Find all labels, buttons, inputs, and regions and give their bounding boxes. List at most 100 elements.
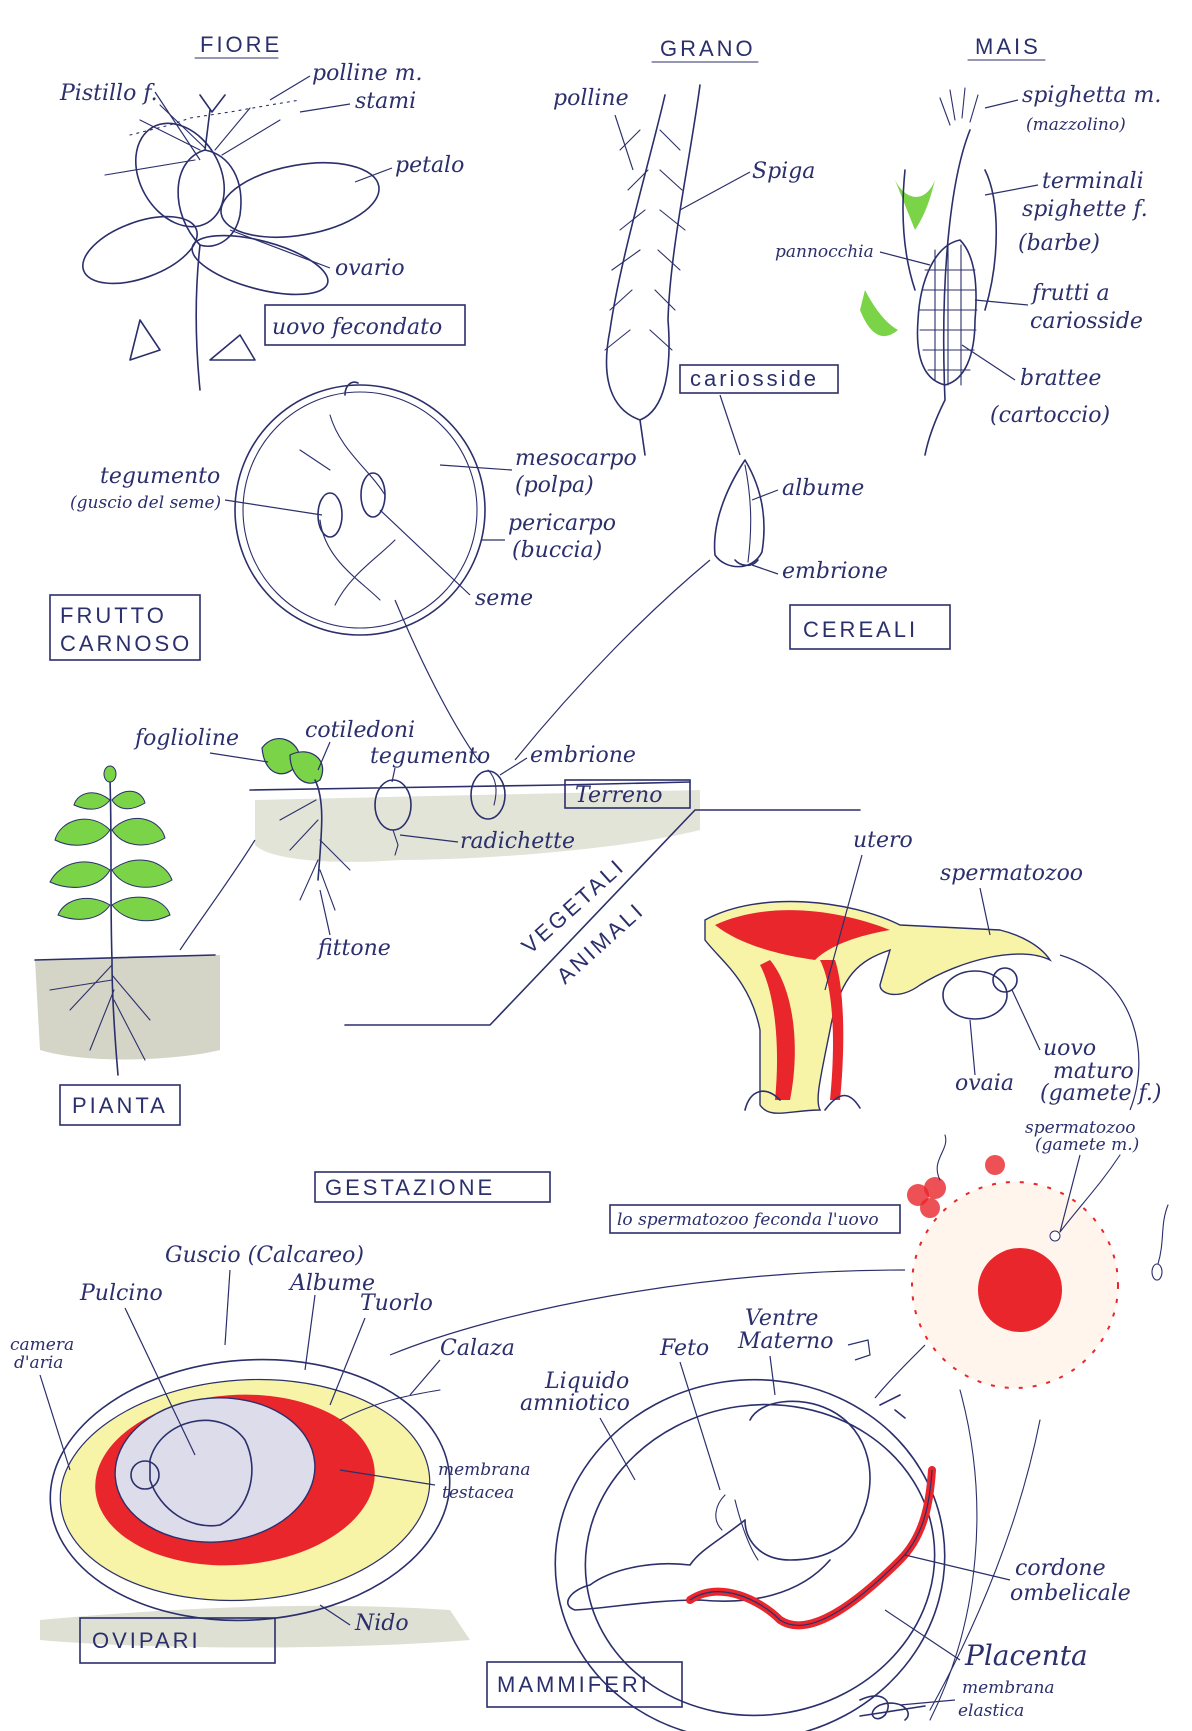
label-gamete-m: (gamete m.) (1035, 1135, 1139, 1155)
label-nido: Nido (354, 1611, 409, 1636)
label-ovipari: OVIPARI (92, 1628, 201, 1653)
label-ombelicale: ombelicale (1010, 1581, 1131, 1606)
fleshy-fruit-drawing (235, 382, 485, 635)
label-calaza: Calaza (440, 1336, 515, 1361)
label-gestazione: GESTAZIONE (325, 1175, 495, 1200)
leader-foglioline (210, 753, 268, 762)
leader-frutti (975, 300, 1028, 305)
label-pistillo: Pistillo f. (59, 81, 158, 106)
label-spiga: Spiga (752, 159, 815, 184)
arrow-seedling-to-plant (180, 840, 255, 950)
leader-brattee (962, 345, 1015, 380)
label-ovaia: ovaia (955, 1071, 1014, 1096)
title-grano: GRANO (660, 36, 756, 61)
label-guscio-del-seme: (guscio del seme) (70, 493, 221, 513)
label-frutti-a: frutti a (1030, 281, 1110, 306)
leader-uovo (1012, 990, 1040, 1050)
label-mesocarpo: mesocarpo (515, 446, 637, 471)
label-brattee: brattee (1020, 366, 1101, 391)
label-spighetta-m: spighetta m. (1022, 83, 1161, 108)
ventre-bracket (848, 1340, 870, 1360)
label-camera: camera (10, 1335, 74, 1355)
label-albume: albume (782, 476, 864, 501)
leader-ventre (770, 1356, 775, 1395)
title-mais: MAIS (975, 34, 1041, 59)
leader-ovario (230, 230, 330, 268)
leader-stami (300, 104, 350, 112)
label-testacea: testacea (442, 1483, 514, 1503)
leader-embrione-grano (752, 565, 778, 574)
label-materno: Materno (737, 1329, 833, 1354)
label-amniotico: amniotico (520, 1391, 630, 1416)
leader-spiga (680, 172, 750, 210)
label-elastica: elastica (958, 1701, 1024, 1721)
label-feto: Feto (659, 1336, 709, 1361)
leader-embrione-germ (500, 758, 527, 775)
title-fiore: FIORE (200, 32, 282, 57)
label-tegumento: tegumento (100, 464, 220, 489)
label-pannocchia: pannocchia (775, 242, 874, 262)
leader-ovaia (970, 1020, 975, 1075)
leader-terminali (985, 185, 1038, 195)
label-spermatozoo-utero: spermatozoo (940, 861, 1083, 886)
corn-drawing (860, 88, 996, 455)
label-fertilization-caption: lo spermatozoo feconda l'uovo (617, 1210, 879, 1230)
leader-tegumento (225, 500, 322, 515)
label-cariosside: cariosside (690, 366, 819, 391)
label-pulcino: Pulcino (79, 1281, 163, 1306)
label-spighette-f: spighette f. (1022, 197, 1148, 222)
label-buccia: (buccia) (512, 538, 602, 563)
leader-pistillo (155, 92, 200, 160)
fertilized-egg-drawing (907, 1135, 1168, 1388)
label-mazzolino: (mazzolino) (1026, 115, 1126, 135)
leader-spermatozoo-utero (980, 888, 990, 935)
label-polline-m: polline m. (312, 61, 422, 86)
label-mammiferi: MAMMIFERI (497, 1672, 650, 1697)
label-frutto: FRUTTO (60, 603, 167, 628)
label-seme: seme (475, 586, 533, 611)
label-uovo-fecondato: uovo fecondato (272, 315, 442, 340)
label-ovario: ovario (335, 256, 405, 281)
label-embrione-germ: embrione (530, 743, 636, 768)
label-cartoccio: (cartoccio) (990, 403, 1110, 428)
label-carnoso: CARNOSO (60, 631, 192, 656)
label-terreno: Terreno (575, 783, 662, 808)
label-embrione-grano: embrione (782, 559, 888, 584)
label-polline-grano: polline (553, 86, 629, 111)
label-pianta: PIANTA (72, 1093, 168, 1118)
leader-liquido (600, 1418, 635, 1480)
bird-egg-drawing (40, 1346, 470, 1647)
label-pericarpo: pericarpo (508, 511, 616, 536)
leader-spighetta-m (985, 100, 1018, 108)
leader-mesocarpo (440, 465, 512, 470)
leader-cordone (905, 1555, 1010, 1580)
leader-polline-grano (615, 115, 633, 170)
label-utero: utero (853, 828, 913, 853)
leader-albume-egg (305, 1295, 315, 1370)
label-radichette: radichette (460, 829, 575, 854)
label-fittone: fittone (316, 936, 391, 961)
label-daria: d'aria (14, 1353, 63, 1373)
label-gamete-f: (gamete f.) (1040, 1081, 1161, 1106)
label-barbe: (barbe) (1018, 231, 1100, 256)
leader-polline (270, 76, 310, 100)
label-membrana-mammal: membrana (962, 1678, 1055, 1698)
label-guscio-calcareo: Guscio (Calcareo) (165, 1243, 364, 1268)
label-foglioline: foglioline (133, 726, 239, 751)
leader-petalo (355, 168, 392, 182)
label-cotiledoni: cotiledoni (305, 718, 415, 743)
plant-drawing (35, 766, 220, 1075)
leader-fittone (320, 890, 330, 935)
leader-guscio (225, 1270, 230, 1345)
label-ventre: Ventre (745, 1306, 818, 1331)
label-uovo: uovo (1043, 1036, 1096, 1061)
label-terminali: terminali (1042, 169, 1144, 194)
leader-seme (380, 510, 470, 595)
leader-cariosside (720, 395, 740, 455)
label-membrana-egg: membrana (438, 1460, 531, 1480)
leader-albume (752, 490, 778, 500)
leader-camera (40, 1375, 70, 1470)
label-cereali: CEREALI (803, 617, 918, 642)
label-cordone: cordone (1015, 1556, 1106, 1581)
